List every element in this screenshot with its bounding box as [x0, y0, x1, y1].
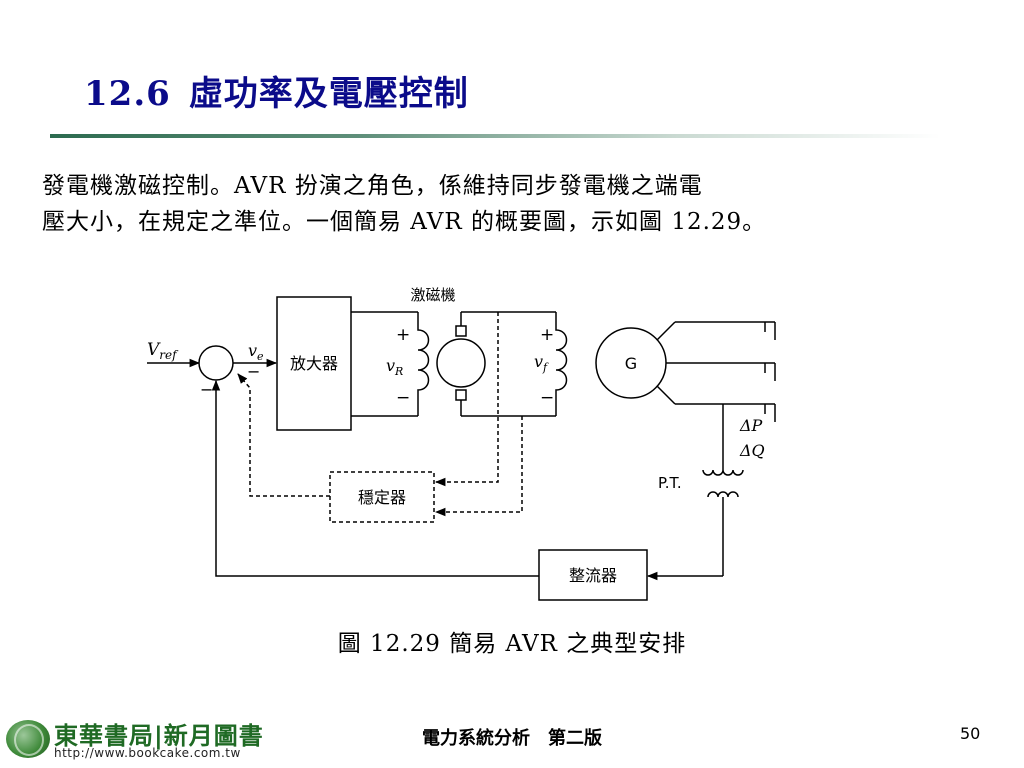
rectifier-label: 整流器 — [569, 566, 617, 585]
pt-label: P.T. — [658, 474, 682, 492]
exciter-field-coil — [417, 312, 430, 416]
title-text: 虛功率及電壓控制 — [188, 74, 469, 114]
vf-label: vf — [534, 352, 549, 374]
body-paragraph: 發電機激磁控制。AVR 扮演之角色，係維持同步發電機之端電 壓大小，在規定之準位… — [42, 168, 1017, 240]
phase-a-terminal — [764, 322, 776, 340]
summing-junction — [198, 345, 234, 381]
ve-minus-sign: − — [247, 362, 260, 381]
vr-label: vR — [386, 356, 403, 378]
feedback-line — [211, 379, 539, 577]
page-number: 50 — [960, 724, 981, 743]
globe-icon — [6, 720, 50, 758]
stabilizer-to-junction-dashed — [237, 373, 330, 497]
title-number: 12.6 — [84, 74, 171, 114]
vf-plus-sign: + — [540, 325, 554, 345]
generator-label: G — [625, 354, 637, 373]
gen-phase-a-lead — [656, 321, 676, 341]
vref-label: Vref — [147, 340, 179, 362]
phase-c-terminal — [764, 404, 776, 422]
vr-plus-sign: + — [396, 325, 410, 345]
exciter-top-brush — [455, 325, 467, 337]
paragraph-line-1: 發電機激磁控制。AVR 扮演之角色，係維持同步發電機之端電 — [42, 173, 703, 199]
publisher-url: http://www.bookcake.com.tw — [54, 746, 241, 760]
stabilizer-label: 穩定器 — [358, 488, 406, 507]
delta-p-label: ΔP — [739, 416, 763, 435]
amplifier-label: 放大器 — [290, 354, 338, 373]
vr-minus-sign: − — [396, 388, 410, 408]
vf-minus-sign: − — [540, 388, 554, 408]
pt-primary-winding — [702, 469, 744, 476]
vf-bottom-to-stabilizer-dashed — [434, 416, 523, 517]
summing-minus-sign: − — [200, 380, 213, 399]
publisher-name: 東華書局|新月圖書 — [54, 722, 264, 750]
vf-to-stabilizer-dashed — [434, 312, 499, 487]
generator-field-coil — [555, 312, 568, 416]
slide-title: 12.6 虛功率及電壓控制 — [84, 66, 469, 115]
stabilizer-block — [329, 471, 435, 523]
exciter-label: 激磁機 — [410, 286, 455, 304]
title-underline — [50, 134, 940, 138]
phase-b-terminal — [764, 363, 776, 381]
book-title: 電力系統分析 第二版 — [422, 728, 602, 749]
pt-secondary-winding — [707, 491, 739, 498]
publisher-logo: 東華書局|新月圖書 http://www.bookcake.com.tw — [6, 714, 296, 764]
rectifier-block — [538, 549, 648, 601]
exciter-bottom-brush — [455, 389, 467, 401]
amplifier-block — [276, 296, 352, 431]
ve-label: ve — [248, 341, 264, 363]
gen-phase-c-lead — [656, 385, 676, 405]
exciter-armature — [436, 338, 486, 388]
paragraph-line-2: 壓大小，在規定之準位。一個簡易 AVR 的概要圖，示如圖 12.29。 — [42, 209, 767, 235]
delta-q-label: ΔQ — [739, 441, 765, 460]
figure-caption: 圖 12.29 簡易 AVR 之典型安排 — [337, 631, 687, 657]
